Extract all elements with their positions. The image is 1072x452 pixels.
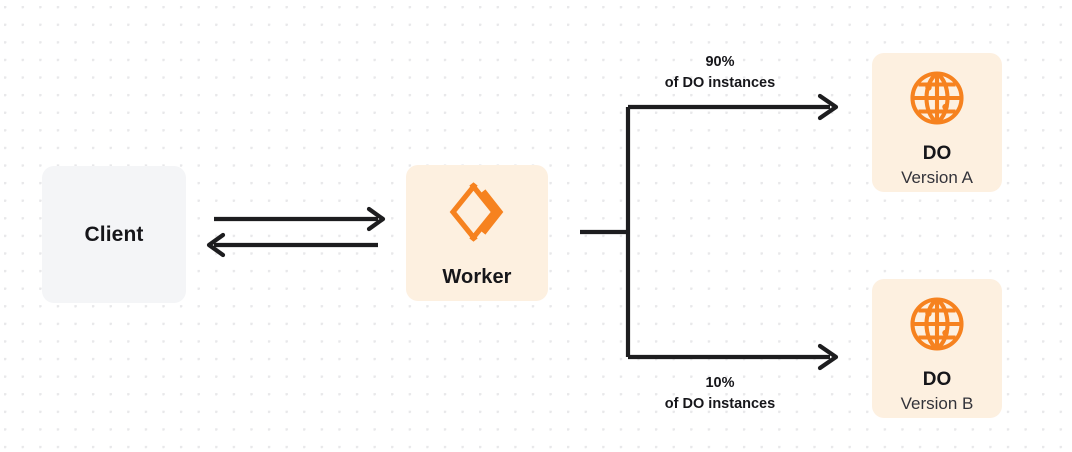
edge-label-do-b: 10% of DO instances [620, 373, 820, 414]
edge-label-do-b-percent: 10% [705, 375, 735, 391]
edge-label-do-b-text: of DO instances [664, 395, 776, 412]
edge-worker-to-do-b [628, 343, 839, 371]
edge-label-do-a-text: of DO instances [664, 74, 776, 91]
node-worker-label: Worker [442, 266, 512, 288]
edge-label-do-a-percent: 90% [705, 54, 735, 70]
node-do-version-b[interactable]: DO Version B [872, 279, 1002, 418]
node-client[interactable]: Client [42, 166, 186, 303]
edge-worker-to-client [206, 232, 378, 258]
node-do-b-sublabel: Version B [900, 393, 974, 413]
cloudflare-workers-icon [444, 179, 510, 250]
edge-client-to-worker [214, 206, 386, 232]
globe-icon [908, 295, 966, 358]
node-do-a-label: DO [922, 143, 952, 164]
node-do-a-sublabel: Version A [901, 167, 973, 187]
node-client-label: Client [84, 222, 144, 246]
edge-worker-to-do-a [628, 93, 839, 121]
edge-label-do-a: 90% of DO instances [620, 52, 820, 93]
node-do-version-a[interactable]: DO Version A [872, 53, 1002, 192]
node-do-b-label: DO [922, 369, 952, 390]
node-worker[interactable]: Worker [406, 165, 548, 301]
globe-icon [908, 69, 966, 132]
